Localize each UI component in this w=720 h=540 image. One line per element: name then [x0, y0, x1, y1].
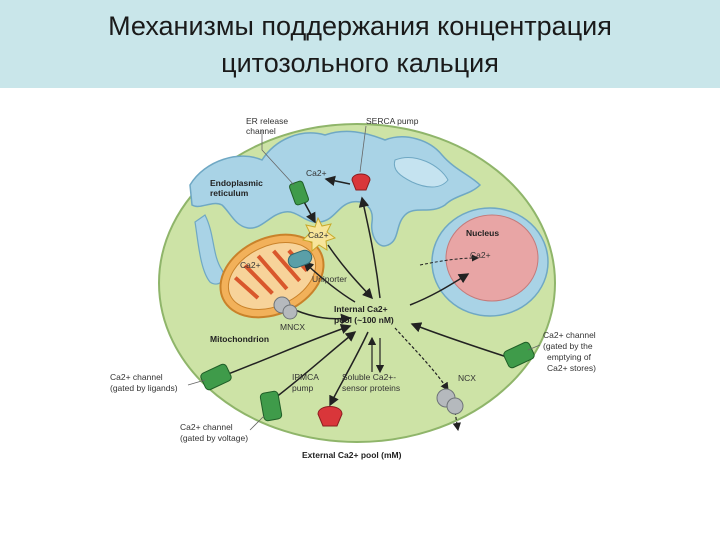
arrow-ncx-out: [452, 411, 461, 432]
ncx-exchanger-icon: [436, 388, 464, 415]
label-nucleus: Nucleus: [466, 228, 499, 238]
arrow-pool-to-serca: [358, 196, 381, 299]
serca-pump-icon: [351, 173, 371, 191]
label-external-pool: External Ca2+ pool (mM): [302, 450, 402, 460]
arrow-ligand-channel: [217, 324, 352, 379]
title-line-1: Механизмы поддержания концентрация: [108, 11, 612, 41]
er-release-channel-icon: [289, 180, 309, 206]
mncx-exchanger-icon: [273, 296, 298, 320]
label-ligand-channel-1: Ca2+ channel: [110, 372, 163, 382]
label-mncx: MNCX: [280, 322, 305, 332]
arrow-pool-to-nucleus: [409, 273, 470, 306]
leader-ligand: [187, 379, 206, 386]
label-store-channel-1: Ca2+ channel: [543, 330, 596, 340]
arrow-store-channel: [410, 322, 511, 359]
label-soluble-1: Soluble Ca2+-: [342, 372, 396, 382]
uniporter-icon: [287, 249, 313, 269]
label-voltage-channel-2: (gated by voltage): [180, 433, 248, 443]
title-line-2: цитозольного кальция: [221, 48, 499, 78]
label-store-channel-3: emptying of: [547, 352, 592, 362]
label-ca-nucleus: Ca2+: [470, 250, 491, 260]
label-er-release-2: channel: [246, 126, 276, 136]
store-channel-icon: [503, 341, 535, 369]
label-soluble-2: sensor proteins: [342, 383, 400, 393]
arrow-serca-to-er: [324, 175, 351, 186]
label-er-1: Endoplasmic: [210, 178, 263, 188]
arrow-ipmca: [329, 331, 369, 407]
leader-serca: [359, 125, 367, 173]
er-lobe: [393, 157, 449, 188]
label-mitochondrion: Mitochondrion: [210, 334, 269, 344]
title-bar: [0, 0, 720, 88]
label-voltage-channel-1: Ca2+ channel: [180, 422, 233, 432]
label-ca-star: Ca2+: [308, 230, 329, 240]
label-store-channel-4: Ca2+ stores): [547, 363, 596, 373]
label-store-channel-2: (gated by the: [543, 341, 593, 351]
arrow-mncx: [294, 309, 352, 325]
pmca-pump-icon: [317, 406, 343, 427]
leader-voltage: [249, 415, 265, 431]
arrow-er-to-star: [302, 199, 316, 224]
label-ncx: NCX: [458, 373, 476, 383]
arrow-star-to-pool: [327, 244, 374, 300]
ligand-channel-icon: [200, 363, 232, 391]
label-ca-mito: Ca2+: [240, 260, 261, 270]
label-ipmca-2: pump: [292, 383, 314, 393]
label-ca-er: Ca2+: [306, 168, 327, 178]
label-serca-pump: SERCA pump: [366, 116, 419, 126]
label-ipmca-1: IPMCA: [292, 372, 319, 382]
page-title: Механизмы поддержания концентрация цитоз…: [0, 8, 720, 82]
label-internal-pool-1: Internal Ca2+: [334, 304, 388, 314]
leader-er-channel: [261, 130, 295, 186]
voltage-channel-icon: [259, 390, 283, 422]
label-internal-pool-2: pool (~100 nM): [334, 315, 394, 325]
label-er-2: reticulum: [210, 188, 249, 198]
label-uniporter: Uniporter: [312, 274, 347, 284]
arrow-uniporter: [302, 260, 356, 303]
arrow-voltage-channel: [274, 331, 357, 399]
label-er-release-1: ER release: [246, 116, 288, 126]
leader-store: [527, 344, 541, 351]
ca-release-star-icon: [302, 216, 337, 253]
label-ligand-channel-2: (gated by ligands): [110, 383, 178, 393]
arrow-nucleus-inner: [419, 254, 479, 266]
